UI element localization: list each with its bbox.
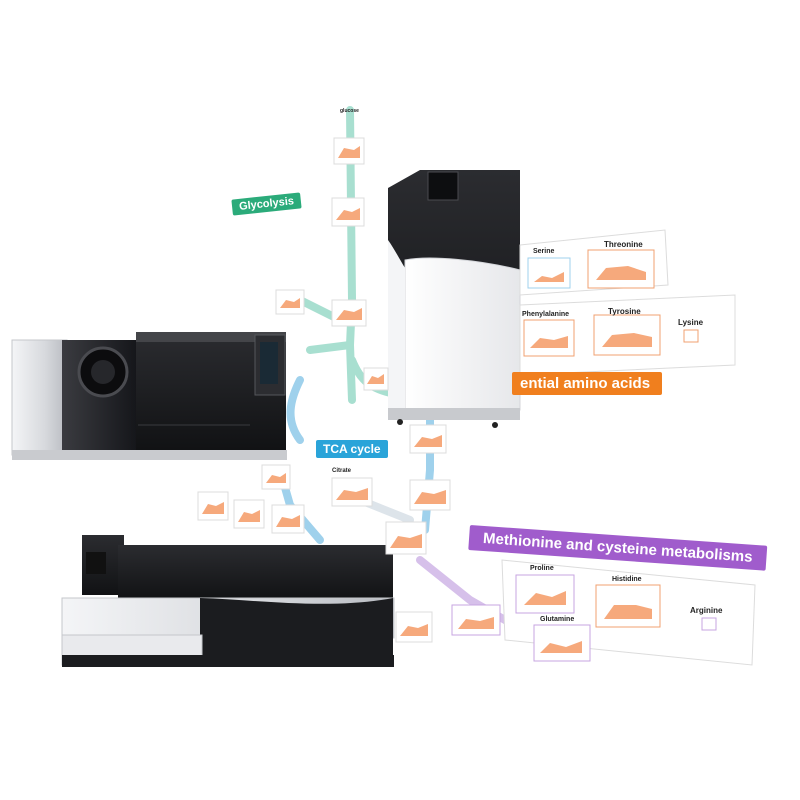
chart-glucose: [333, 137, 365, 165]
lc-instrument: [11, 332, 287, 460]
mini-charts: [197, 137, 717, 662]
tca-cycle-label: TCA cycle: [316, 440, 388, 458]
chart-proline: [515, 574, 575, 614]
chart-isocitrate: [409, 479, 451, 511]
chart-glutamate: [451, 604, 501, 636]
chart-succinate: [409, 424, 447, 454]
chart-threonine: [587, 249, 655, 289]
glutamine-name: Glutamine: [540, 616, 575, 623]
gc-instrument: [61, 535, 395, 667]
proline-name: Proline: [530, 565, 554, 572]
glycolysis-to-glycerate: [306, 341, 354, 354]
chart-tyrosine: [593, 314, 661, 356]
histidine-name: Histidine: [612, 576, 642, 583]
chart-phenylalanine: [523, 319, 575, 357]
chart-lysine: [683, 329, 699, 343]
tca-line: [286, 376, 304, 444]
phenylalanine-name: Phenylalanine: [522, 311, 570, 318]
amino-acids-label: ential amino acids: [512, 372, 663, 395]
chart-glutamine: [533, 624, 591, 662]
chart-fumarate: [261, 464, 291, 490]
citrate-name: Citrate: [332, 468, 352, 474]
chart-alanine: [363, 367, 389, 391]
ms-tower: [388, 170, 521, 428]
chart-histidine: [595, 584, 661, 628]
chart-serine: [527, 257, 571, 289]
chart-lactate: [275, 289, 305, 315]
threonine-name: Threonine: [604, 240, 643, 249]
chart-g6p: [331, 197, 365, 227]
chart-asp: [395, 611, 433, 643]
chart-oaa: [271, 504, 305, 534]
chart-malate-b: [233, 499, 265, 529]
serine-name: Serine: [533, 248, 555, 255]
chart-pyruvate: [331, 299, 367, 327]
chart-citrate: [331, 477, 373, 507]
chart-malate-a: [197, 491, 229, 521]
chart-akg: [385, 521, 427, 555]
lysine-name: Lysine: [678, 318, 704, 327]
arginine-name: Arginine: [690, 606, 723, 615]
chart-arginine: [701, 617, 717, 631]
tyrosine-name: Tyrosine: [608, 307, 641, 316]
glucose-name: glucose: [340, 108, 359, 114]
